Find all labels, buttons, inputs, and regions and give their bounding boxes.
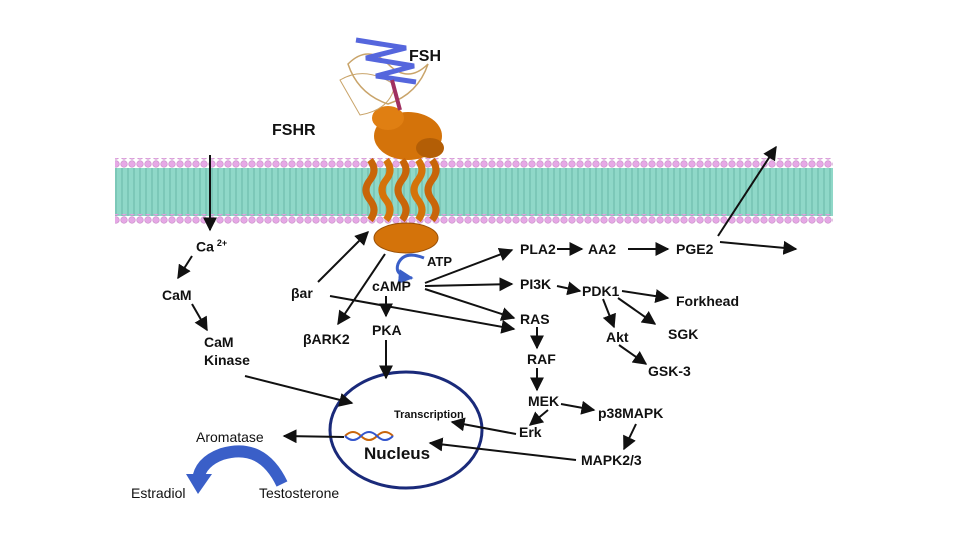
fsh-label: FSH (409, 48, 441, 65)
pathway-arrows (177, 145, 798, 461)
aa2-label: AA2 (588, 241, 617, 257)
mek-label: MEK (528, 393, 560, 409)
nucleus-membrane (328, 370, 484, 490)
beta-ar-label: βar (291, 285, 313, 301)
g-protein-shape (373, 222, 439, 254)
fshr-receptor-shape (362, 106, 444, 223)
testosterone-label: Testosterone (259, 485, 340, 501)
dna-helix-icon (344, 431, 394, 441)
aromatization-arrowhead (186, 474, 212, 494)
cam-kinase-label-line1: CaM (204, 334, 234, 350)
transcription-label: Transcription (394, 409, 464, 421)
forkhead-label: Forkhead (676, 293, 740, 309)
sgk-label: SGK (668, 326, 699, 342)
pge2-label: PGE2 (676, 241, 714, 257)
raf-label: RAF (527, 351, 556, 367)
mapk23-label: MAPK2/3 (581, 452, 642, 468)
pka-label: PKA (372, 322, 402, 338)
atp-label: ATP (427, 254, 453, 269)
p38mapk-label: p38MAPK (598, 405, 664, 421)
erk-label: Erk (519, 424, 542, 440)
cell-membrane (115, 158, 833, 224)
ras-label: RAS (520, 311, 550, 327)
aromatization-arrow (192, 445, 288, 487)
cam-kinase-label-line2: Kinase (204, 352, 250, 368)
atp-conversion-arrow (395, 253, 425, 284)
fshr-label: FSHR (272, 122, 316, 139)
beta-ark2-label: βARK2 (303, 331, 350, 347)
camp-label: cAMP (372, 278, 411, 294)
cam-label: CaM (162, 287, 192, 303)
aromatase-label: Aromatase (196, 429, 264, 445)
pdk1-label: PDK1 (582, 283, 620, 299)
pi3k-label: PI3K (520, 276, 552, 292)
fsh-ligand-shape (339, 37, 429, 116)
estradiol-label: Estradiol (131, 485, 186, 501)
nucleus-label: Nucleus (364, 444, 431, 463)
gsk3-label: GSK-3 (648, 363, 691, 379)
akt-label: Akt (606, 329, 629, 345)
pla2-label: PLA2 (520, 241, 556, 257)
